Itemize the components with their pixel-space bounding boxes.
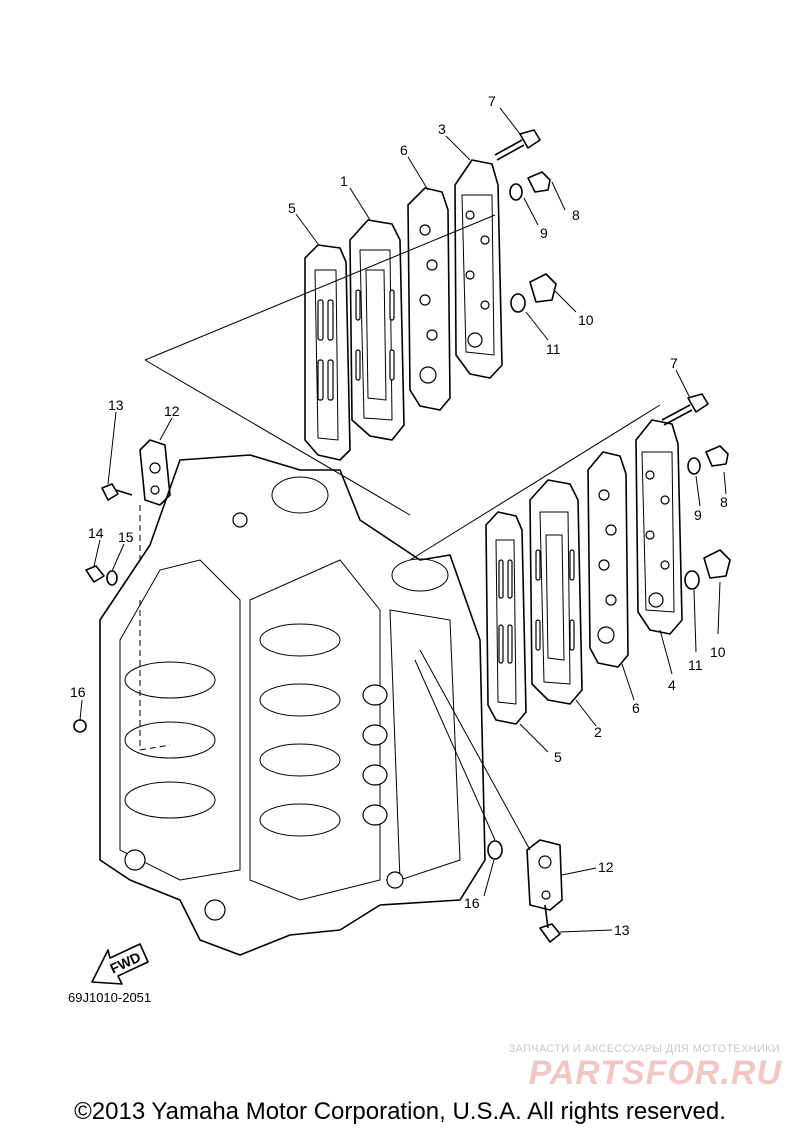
callout-16-lower: 16 [464, 895, 480, 911]
gasket-5-lower [485, 511, 527, 725]
gasket-6-lower [587, 451, 629, 668]
washer-15 [106, 543, 125, 586]
callout-1: 1 [340, 173, 348, 189]
callout-labels: 1 2 3 4 5 5 6 6 7 7 8 8 9 9 10 10 11 11 … [70, 93, 728, 938]
copyright-notice: ©2013 Yamaha Motor Corporation, U.S.A. A… [74, 1098, 726, 1125]
callout-5-lower: 5 [554, 749, 562, 765]
callout-11-upper: 11 [546, 341, 561, 357]
exhaust-outer-cover-3 [454, 159, 503, 379]
callout-8-lower: 8 [720, 494, 728, 510]
callout-9-upper: 9 [540, 225, 548, 241]
callout-15: 15 [118, 529, 134, 545]
callout-6-lower: 6 [632, 700, 640, 716]
gasket-5-upper [304, 244, 351, 461]
exhaust-cover-2 [529, 479, 583, 705]
anode-plate-12-upper [139, 417, 173, 506]
fwd-arrow-icon: FWD [91, 943, 149, 985]
anode-plate-12-lower [419, 649, 597, 911]
bolt-7-lower [661, 393, 709, 426]
bolt-13-lower [539, 904, 613, 943]
lower-cover-stack [409, 369, 731, 753]
watermark-logo: PARTSFOR.RU [528, 1054, 782, 1092]
callout-7-upper: 7 [488, 93, 496, 109]
plug-8-lower [705, 445, 729, 467]
callout-13-upper: 13 [108, 397, 124, 413]
bolt-7-upper [494, 129, 541, 161]
washer-11-upper [510, 293, 526, 313]
callout-9-lower: 9 [694, 507, 702, 523]
callout-8-upper: 8 [572, 207, 580, 223]
callout-12-upper: 12 [164, 403, 180, 419]
callout-2: 2 [594, 724, 602, 740]
grommet-16-lower [414, 659, 503, 897]
callout-13-lower: 13 [614, 922, 630, 938]
callout-3: 3 [438, 121, 446, 137]
plug-10-upper [529, 273, 557, 303]
plug-10-lower [703, 549, 731, 579]
washer-9-lower [687, 457, 701, 475]
grommet-16-left [73, 699, 87, 733]
callout-14: 14 [88, 525, 104, 541]
watermark-tagline: ЗАПЧАСТИ И АКСЕССУАРЫ ДЛЯ МОТОТЕХНИКИ [508, 1043, 780, 1055]
exhaust-outer-cover-4 [635, 419, 683, 635]
plug-8-upper [527, 171, 551, 193]
callout-4: 4 [668, 677, 676, 693]
callout-10-upper: 10 [578, 312, 594, 328]
diagram-code: 69J1010-2051 [68, 990, 151, 1005]
gasket-6-upper [407, 187, 451, 411]
callout-11-lower: 11 [688, 657, 703, 673]
callout-7-lower: 7 [670, 355, 678, 371]
upper-cover-stack [144, 107, 577, 516]
callout-12-lower: 12 [598, 859, 614, 875]
callout-6-upper: 6 [400, 142, 408, 158]
bolt-14 [85, 539, 105, 583]
cylinder-block [99, 454, 486, 956]
exhaust-cover-1 [349, 219, 405, 441]
bolt-13-upper [101, 411, 133, 501]
washer-11-lower [684, 570, 700, 590]
washer-9-upper [509, 183, 523, 201]
callout-5-upper: 5 [288, 200, 296, 216]
callout-10-lower: 10 [710, 644, 726, 660]
callout-16-left: 16 [70, 684, 86, 700]
